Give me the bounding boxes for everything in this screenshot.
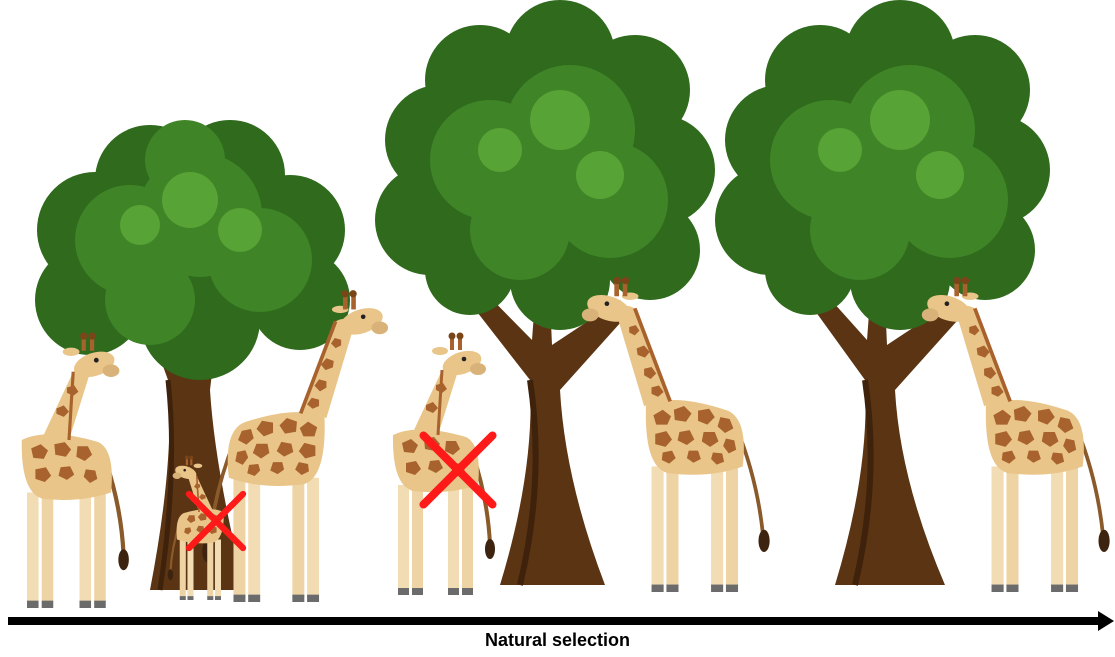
stage-3: [715, 0, 1110, 592]
short-giraffe: [393, 333, 495, 596]
stage-1: [22, 120, 388, 608]
short-giraffe: [22, 332, 129, 608]
timeline-arrow: [8, 611, 1114, 631]
stage-2: [375, 0, 770, 595]
axis-caption: Natural selection: [0, 630, 1115, 651]
